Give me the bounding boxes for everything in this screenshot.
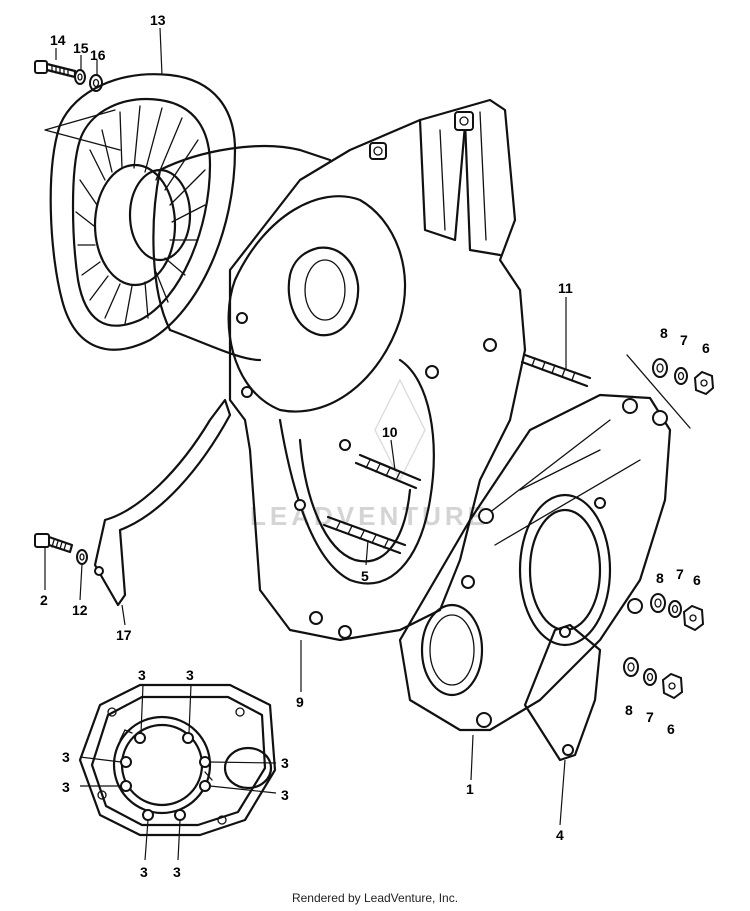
callout-10: 10 [382,424,398,440]
callout-8-middle: 8 [656,570,664,586]
hardware-set-upper [626,354,715,429]
callout-2: 2 [40,592,48,608]
callout-3-top-left: 3 [138,667,146,683]
lock-washer-part-15 [74,69,86,85]
watermark: LEADVENTURE [250,378,489,531]
callout-9: 9 [296,694,304,710]
leader-lines [44,27,567,861]
callout-3-bottom-left: 3 [140,864,148,880]
hardware-set-middle [650,593,705,632]
callout-3-bottom-right: 3 [173,864,181,880]
svg-text:LEADVENTURE: LEADVENTURE [250,501,489,531]
callout-11: 11 [558,280,573,296]
callout-6-upper: 6 [702,340,710,356]
callout-15: 15 [73,40,89,56]
callout-8-lower: 8 [625,702,633,718]
stud-part-10 [354,453,422,490]
bolt-part-14 [34,60,77,79]
callout-13: 13 [150,12,166,28]
stud-part-5 [322,515,407,555]
callout-4: 4 [556,827,564,843]
callout-16: 16 [90,47,106,63]
callout-17: 17 [116,627,132,643]
callout-14: 14 [50,32,66,48]
gasket-plate-part-4 [523,623,602,762]
callout-3-left-lower: 3 [62,779,70,795]
callout-7-lower: 7 [646,709,654,725]
detail-plate-view [78,683,277,837]
baffle-part-17 [93,398,232,607]
callout-3-left-upper: 3 [62,749,70,765]
callout-1: 1 [466,781,474,797]
hardware-set-lower [623,657,684,700]
crankcase-housing-part-9 [227,98,527,642]
rendered-by-footer: Rendered by LeadVenture, Inc. [291,891,459,905]
cover-plate-part-1 [398,393,672,732]
callout-3-right-lower: 3 [281,787,289,803]
callout-labels: 14 15 16 13 11 8 7 6 10 5 2 12 17 9 8 7 … [40,12,710,880]
callout-3-right-upper: 3 [281,755,289,771]
callout-3-top-right: 3 [186,667,194,683]
lock-washer-part-12 [76,549,88,565]
stud-part-11 [520,353,592,388]
callout-8-upper: 8 [660,325,668,341]
callout-7-middle: 7 [676,566,684,582]
callout-5: 5 [361,568,369,584]
cooling-fan-part-13 [44,73,332,362]
bolt-part-2 [34,533,74,554]
callout-6-middle: 6 [693,572,701,588]
callout-12: 12 [72,602,88,618]
callout-7-upper: 7 [680,332,688,348]
callout-6-lower: 6 [667,721,675,737]
